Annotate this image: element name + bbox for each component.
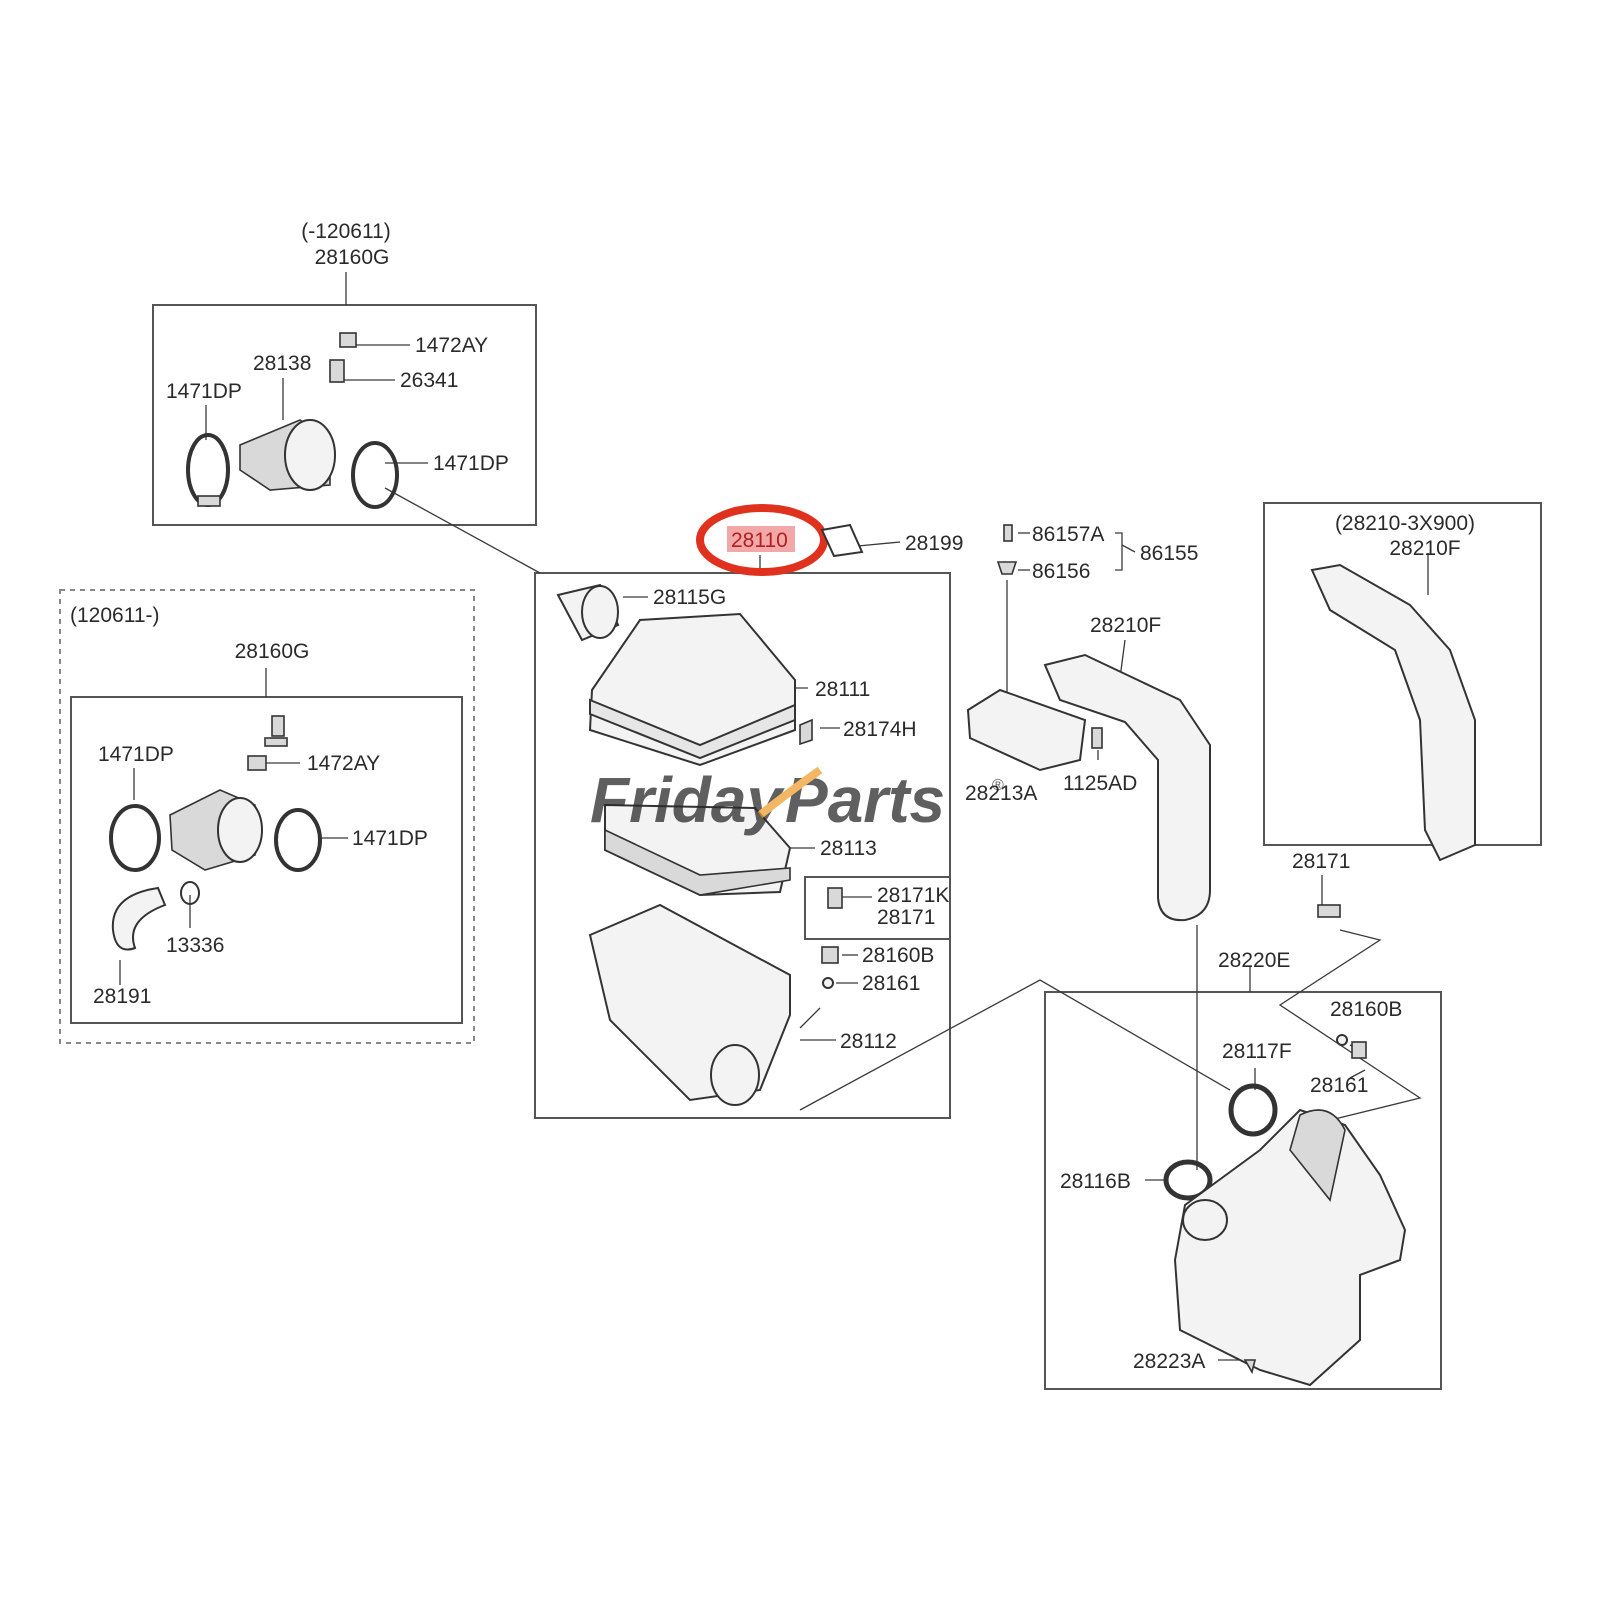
watermark-word1: Friday (590, 764, 785, 836)
label-grommet: 28160B (862, 944, 934, 967)
label-mafB-hose: 28191 (93, 985, 151, 1008)
label-duct: 28115G (653, 586, 726, 609)
alt-hose-box (1263, 502, 1542, 846)
label-mount-a: 28171K (877, 884, 949, 907)
watermark-registered-mark: ® (992, 777, 1004, 794)
label-res-grommet: 28160B (1330, 998, 1402, 1021)
label-mafA-date: (-120611) (301, 220, 391, 243)
label-screw: 1125AD (1063, 772, 1137, 795)
label-clip: 28174H (843, 718, 917, 741)
label-res-ring: 28116B (1060, 1170, 1131, 1193)
label-bolt-r: 28171 (1292, 850, 1350, 873)
label-cover: 28111 (815, 678, 870, 701)
label-mafA-nut: 1472AY (415, 334, 488, 357)
label-mafA-clamp-r: 1471DP (433, 452, 509, 475)
label-mafA-id: 28160G (315, 246, 390, 269)
resonator-box (1044, 991, 1442, 1390)
label-filter: 28113 (820, 837, 877, 860)
label-bolt-a: 86157A (1032, 523, 1104, 546)
watermark: Friday Parts ® (590, 764, 1004, 836)
part-labels: (-120611) 28160G 1472AY 26341 28138 1471… (70, 220, 1475, 1373)
label-mafB-clamp-r: 1471DP (352, 827, 428, 850)
label-bushing: 28161 (862, 972, 920, 995)
label-mafA-sensor: 26341 (400, 369, 458, 392)
label-alt-hose: 28210F (1389, 537, 1460, 560)
resonator-parts (1163, 1034, 1407, 1387)
label-alt-date: (28210-3X900) (1335, 512, 1475, 535)
intake-hose-parts (966, 524, 1476, 922)
label-mount-b: 28171 (877, 906, 935, 929)
label-bolt-set: 86155 (1140, 542, 1198, 565)
leader-lines (119, 272, 1429, 1361)
label-body: 28112 (840, 1030, 897, 1053)
label-mafB-nut: 1472AY (307, 752, 380, 775)
label-intake-hose: 28210F (1090, 614, 1161, 637)
label-cleaner-assy: 28110 (731, 529, 788, 552)
label-bolt-b: 86156 (1032, 560, 1090, 583)
mount-sub-box (804, 876, 951, 940)
label-res-nut: 28223A (1133, 1350, 1205, 1373)
label-mafB-date: (120611-) (70, 604, 160, 627)
label-res-assy: 28220E (1218, 949, 1290, 972)
label-resonator: 28213A (965, 782, 1037, 805)
watermark-swoosh (757, 766, 823, 819)
label-mafA-clamp-l: 1471DP (166, 380, 242, 403)
label-mafB-clamp-l: 1471DP (98, 743, 174, 766)
label-res-seal: 28117F (1222, 1040, 1292, 1063)
maf-group-a-box (152, 304, 537, 526)
maf-group-b-dashed-box (59, 589, 475, 1044)
highlight-circle (696, 504, 828, 576)
maf-b-parts (109, 715, 322, 951)
label-mafB-id: 28160G (235, 640, 310, 663)
label-mafB-clip: 13336 (166, 934, 224, 957)
label-cleaner-label: 28199 (905, 532, 963, 555)
air-cleaner-parts (556, 583, 843, 1106)
label-res-bushing: 28161 (1310, 1074, 1368, 1097)
label-tag-shape (820, 523, 864, 558)
highlight-fill (727, 526, 795, 552)
maf-a-parts (186, 332, 399, 509)
label-mafA-body: 28138 (253, 352, 311, 375)
